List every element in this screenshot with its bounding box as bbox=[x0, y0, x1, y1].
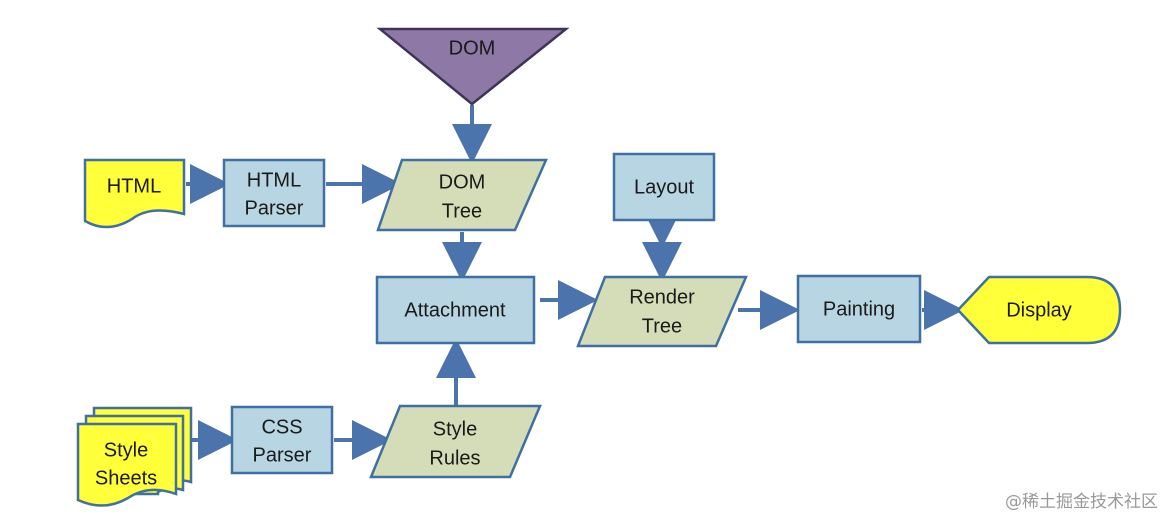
connectors bbox=[186, 105, 964, 460]
display-label: Display bbox=[1006, 299, 1072, 321]
dom-tree-node: DOM Tree bbox=[376, 158, 548, 232]
css-parser-label-line-2: Parser bbox=[253, 444, 312, 466]
html-parser-shape bbox=[222, 158, 326, 228]
render-tree-label-line-1: Render bbox=[629, 286, 695, 308]
render-tree-label-line-2: Tree bbox=[642, 315, 682, 337]
style-sheets-label-line-1: Style bbox=[104, 439, 148, 461]
attachment-node: Attachment bbox=[375, 275, 536, 345]
dom-tree-label-line-2: Tree bbox=[442, 200, 482, 222]
dom-tree-shape bbox=[376, 158, 548, 232]
render-tree-shape bbox=[576, 275, 748, 348]
dom-tree-label-line-1: DOM bbox=[439, 171, 486, 193]
painting-shape bbox=[796, 274, 922, 344]
style-sheets-node: Style Sheets bbox=[76, 406, 193, 507]
html-document-shape bbox=[83, 158, 186, 229]
html-parser-node: HTML Parser bbox=[222, 158, 326, 228]
css-parser-label-line-1: CSS bbox=[261, 416, 302, 438]
render-tree-node: Render Tree bbox=[576, 275, 748, 348]
painting-label: Painting bbox=[823, 298, 895, 320]
attachment-label: Attachment bbox=[404, 299, 506, 321]
html-label: HTML bbox=[107, 175, 161, 197]
html-parser-label-line-1: HTML bbox=[247, 169, 301, 191]
painting-node: Painting bbox=[796, 274, 922, 344]
style-rules-label-line-2: Rules bbox=[429, 447, 480, 469]
css-parser-node: CSS Parser bbox=[230, 405, 334, 475]
display-shape bbox=[956, 275, 1122, 345]
style-sheets-front-page bbox=[76, 422, 178, 507]
style-rules-label-line-1: Style bbox=[433, 418, 477, 440]
style-rules-shape bbox=[369, 404, 542, 479]
dom-triangle-shape bbox=[376, 27, 570, 106]
dom-node: DOM bbox=[376, 27, 570, 106]
dom-label: DOM bbox=[449, 37, 496, 59]
css-parser-shape bbox=[230, 405, 334, 475]
html-document-node: HTML bbox=[83, 158, 186, 229]
attachment-shape bbox=[375, 275, 536, 345]
layout-label: Layout bbox=[634, 176, 694, 198]
layout-shape bbox=[612, 152, 716, 222]
watermark: @稀土掘金技术社区 bbox=[1005, 492, 1158, 512]
layout-node: Layout bbox=[612, 152, 716, 222]
style-sheets-label-line-2: Sheets bbox=[95, 467, 157, 489]
html-parser-label-line-2: Parser bbox=[245, 197, 304, 219]
style-rules-node: Style Rules bbox=[369, 404, 542, 479]
display-node: Display bbox=[956, 275, 1122, 345]
